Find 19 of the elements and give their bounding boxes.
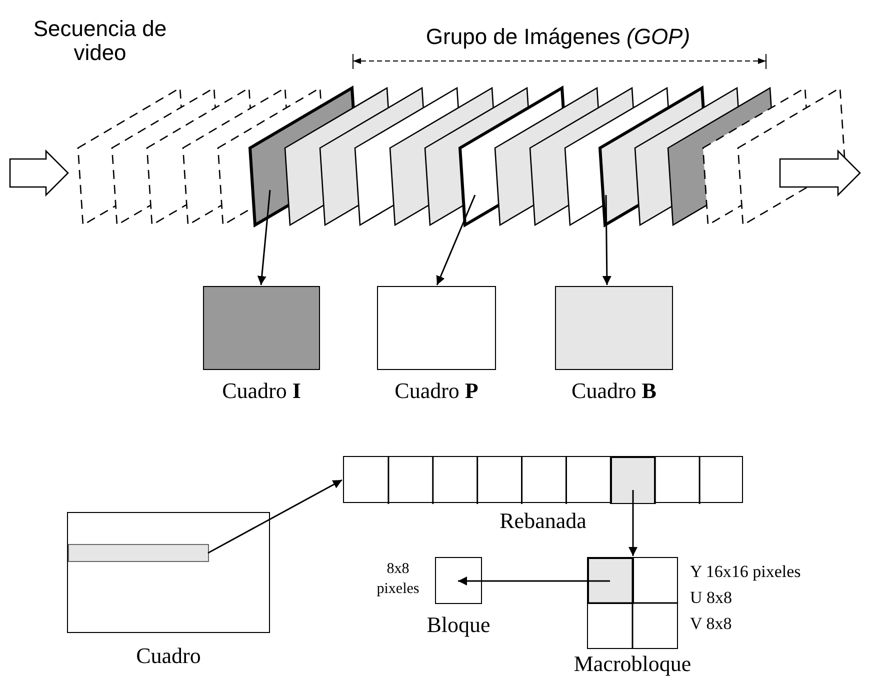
caption-text: Cuadro P	[394, 379, 478, 404]
annotation-text: 8x8 pixeles	[376, 560, 420, 598]
caption-text: Cuadro I	[222, 379, 301, 404]
caption-text: Cuadro B	[572, 379, 656, 404]
arrow	[436, 194, 476, 286]
heading-text: Secuencia de video	[32, 17, 168, 66]
caption-text: Rebanada	[500, 509, 586, 534]
arrow	[257, 190, 271, 286]
arrow	[458, 576, 610, 586]
arrow	[628, 490, 638, 556]
heading-text: Grupo de Imágenes (GOP)	[424, 25, 692, 50]
arrow	[602, 195, 612, 285]
annotation-text: U 8x8	[690, 587, 732, 609]
annotation-text: V 8x8	[690, 613, 732, 635]
arrow	[208, 479, 342, 554]
caption-text: Bloque	[426, 613, 490, 638]
caption-text: Macrobloque	[574, 652, 692, 676]
annotation-text: Y 16x16 pixeles	[690, 561, 801, 583]
caption-text: Cuadro	[136, 644, 201, 668]
